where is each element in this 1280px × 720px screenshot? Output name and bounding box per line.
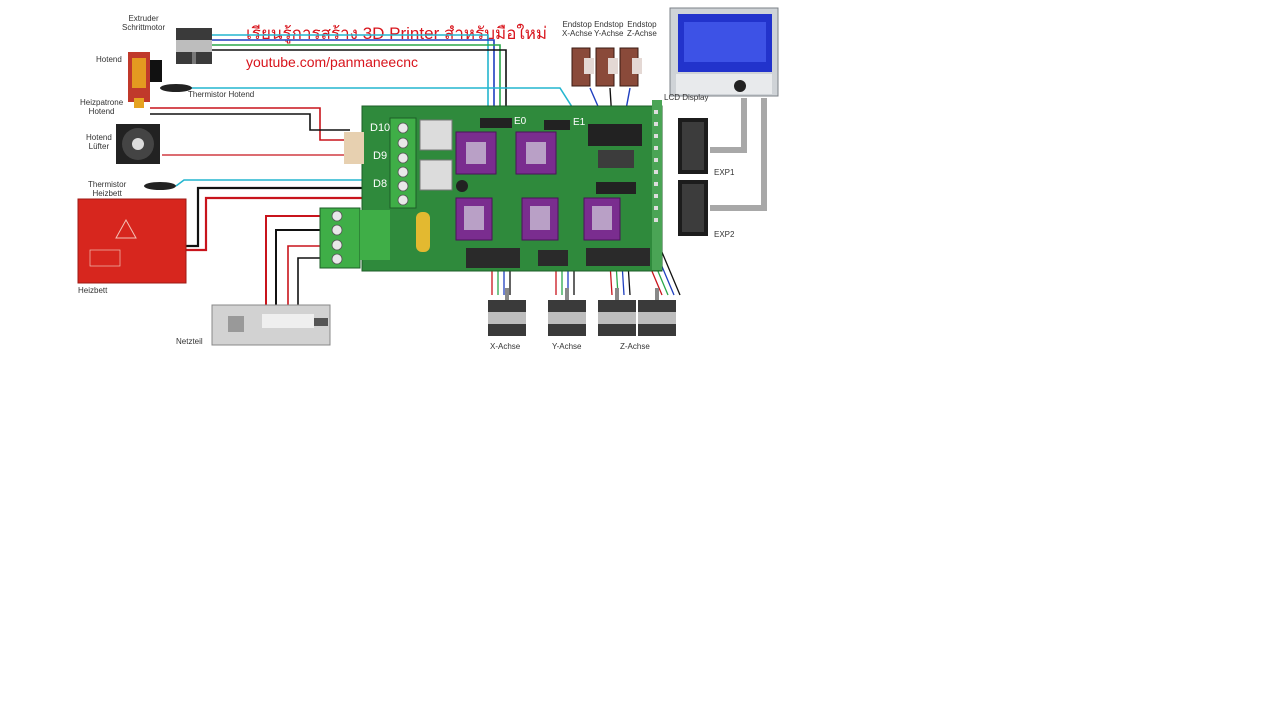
label-power-supply: Netzteil: [176, 337, 203, 346]
power-supply-icon: [211, 304, 331, 346]
label-thermistor-hotend: Thermistor Hotend: [188, 90, 255, 99]
heatbed-icon: [77, 198, 187, 284]
lcd-cable-2: [710, 98, 767, 211]
hotend-icon: [128, 52, 162, 108]
label-e0: E0: [514, 116, 527, 127]
board-pin-header: [654, 110, 658, 222]
heater-hotend-wire: [150, 107, 350, 141]
thermistor-hotend-icon: [160, 84, 192, 92]
label-exp1: EXP1: [714, 168, 735, 177]
label-x-axis: X-Achse: [490, 342, 521, 351]
label-heatbed: Heizbett: [78, 286, 108, 295]
label-y-axis: Y-Achse: [552, 342, 582, 351]
stepper-motor-x: [488, 288, 526, 336]
extruder-wires: [212, 34, 507, 122]
label-d9: D9: [373, 150, 388, 162]
label-e1: E1: [573, 117, 586, 128]
thermistor-bed-icon: [144, 182, 176, 190]
stepper-motor-y: [548, 288, 586, 336]
lcd-cable-1: [710, 98, 747, 153]
label-d8: D8: [373, 178, 388, 190]
lcd-display-icon: [669, 7, 779, 97]
label-z-axis: Z-Achse: [620, 342, 650, 351]
stepper-drivers: [455, 131, 621, 241]
label-exp2: EXP2: [714, 230, 735, 239]
channel-url: youtube.com/panmaneecnc: [246, 54, 418, 70]
ramps-board: [319, 100, 663, 272]
page-title: เรียนรู้การสร้าง 3D Printer สำหรับมือใหม…: [246, 24, 548, 43]
extruder-motor-icon: [176, 28, 212, 64]
stepper-motor-z1: [598, 288, 636, 336]
stepper-motor-z2: [638, 288, 676, 336]
psu-wire: [265, 215, 330, 305]
heatbed-wire-black: [186, 186, 400, 248]
heatbed-wire-red: [186, 196, 400, 252]
label-lcd: LCD Display: [664, 93, 709, 102]
endstop-icons: [571, 47, 642, 87]
label-d10: D10: [370, 122, 391, 134]
fan-icon: [116, 124, 160, 164]
label-hotend: Hotend: [96, 55, 122, 64]
exp-connectors: [678, 118, 708, 236]
